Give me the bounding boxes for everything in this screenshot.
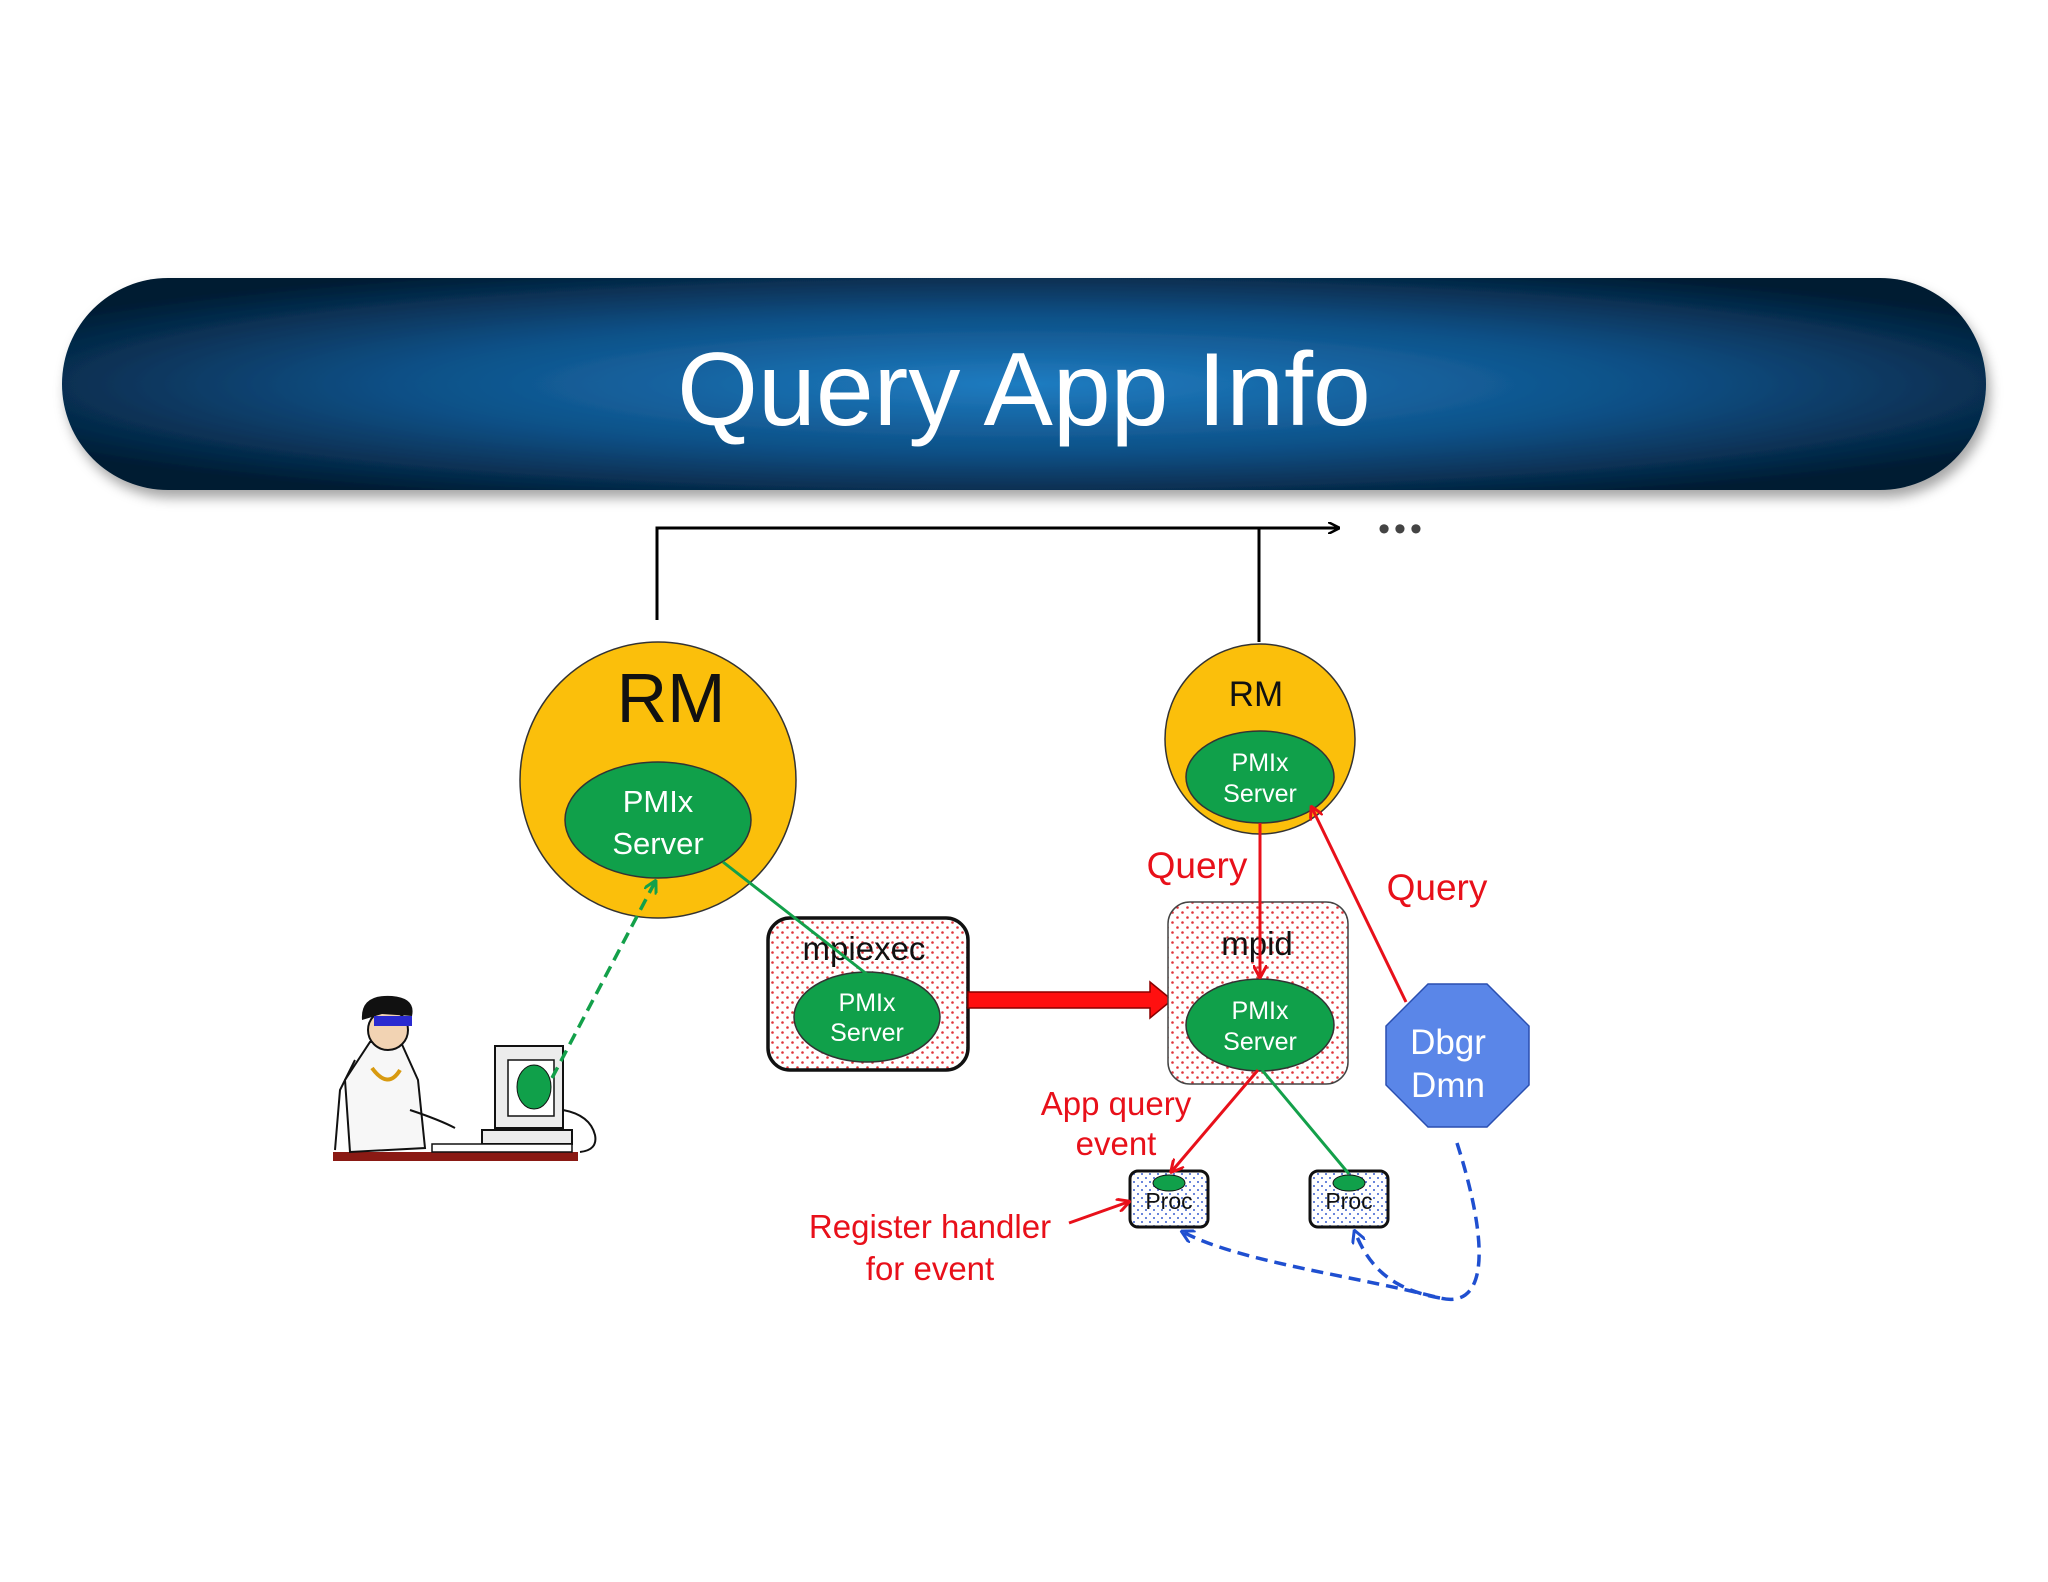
svg-text:Server: Server	[1223, 780, 1297, 808]
more-nodes-ellipsis: •••	[1378, 510, 1426, 548]
debugger-attach-link-1	[1183, 1142, 1481, 1302]
svg-text:Dmn: Dmn	[1411, 1066, 1485, 1105]
register-handler-arrow	[1068, 1202, 1128, 1225]
mpid-label: mpid	[1221, 925, 1293, 962]
register-handler-line2: for event	[866, 1250, 994, 1287]
app-query-label-line2: event	[1076, 1125, 1157, 1162]
mpid-pmix-server	[1185, 978, 1335, 1072]
query-label-left: Query	[1147, 845, 1248, 886]
title-banner: Query App Info	[62, 278, 1986, 490]
svg-text:PMIx: PMIx	[1232, 749, 1289, 777]
app-query-event-arrow	[1172, 1069, 1260, 1171]
svg-text:Dbgr: Dbgr	[1410, 1023, 1486, 1062]
proc-node-2: Proc	[1308, 1169, 1390, 1229]
proc-label-1: Proc	[1145, 1188, 1192, 1214]
svg-text:PMIx: PMIx	[623, 784, 694, 819]
user-connect-link	[550, 882, 655, 1079]
query-arrow-debugger	[1312, 808, 1408, 1003]
rm-interconnect	[655, 528, 1338, 642]
mpid-node: mpid PMIx Server	[1167, 901, 1349, 1085]
svg-text:Server: Server	[830, 1019, 904, 1047]
svg-text:Server: Server	[1223, 1028, 1297, 1056]
mpiexec-pmix-server	[793, 971, 941, 1063]
query-label-right: Query	[1387, 867, 1488, 908]
mpiexec-node: mpiexec PMIx Server	[766, 916, 970, 1072]
mpiexec-label: mpiexec	[803, 930, 926, 967]
debugger-daemon-node: Dbgr Dmn	[1385, 983, 1530, 1128]
left-rm-label: RM	[617, 659, 726, 737]
launch-arrow	[967, 980, 1174, 1020]
svg-text:PMIx: PMIx	[1232, 997, 1289, 1025]
right-rm-node: RM PMIx Server	[1164, 643, 1356, 835]
left-rm-node: RM PMIx Server	[519, 641, 797, 919]
svg-text:PMIx: PMIx	[839, 989, 896, 1017]
left-pmix-server	[564, 761, 752, 879]
app-query-label-line1: App query	[1041, 1085, 1192, 1122]
user-at-computer-illustration	[333, 995, 597, 1161]
register-handler-line1: Register handler	[809, 1208, 1051, 1245]
mpid-proc2-link	[1260, 1069, 1351, 1175]
proc-label-2: Proc	[1325, 1188, 1372, 1214]
debugger-attach-link-2	[1355, 1232, 1441, 1300]
rm-mpiexec-link	[722, 860, 869, 977]
page-title: Query App Info	[677, 332, 1371, 448]
right-rm-label: RM	[1229, 675, 1283, 714]
proc-node-1: Proc	[1128, 1169, 1210, 1229]
svg-text:Server: Server	[612, 826, 703, 861]
monitor-green-screen	[516, 1064, 552, 1110]
